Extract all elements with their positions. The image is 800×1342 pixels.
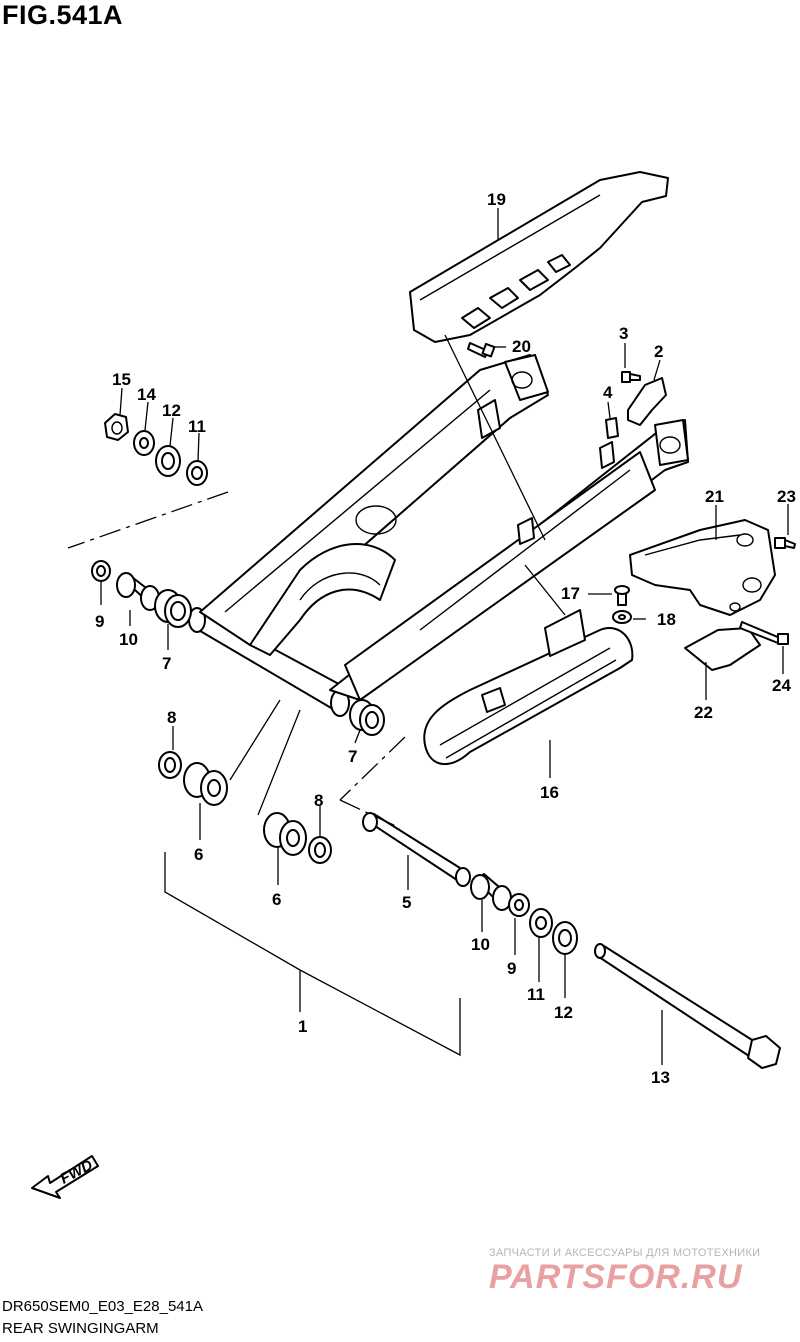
washer-11a[interactable] [186, 460, 208, 486]
callout-17: 17 [561, 584, 580, 603]
seal-8a[interactable] [158, 751, 182, 779]
bracket-2[interactable] [627, 377, 667, 426]
spacer-10b[interactable] [470, 873, 512, 911]
callout-11b: 11 [527, 985, 545, 1004]
spacer-12a[interactable] [155, 445, 181, 477]
spacer-12b[interactable] [552, 921, 578, 955]
callout-14: 14 [137, 385, 156, 404]
swingarm[interactable] [188, 354, 689, 717]
callout-16: 16 [540, 783, 559, 802]
callout-22: 22 [694, 703, 713, 722]
collar-6b[interactable] [263, 812, 307, 856]
collar-6a[interactable] [183, 762, 228, 806]
bolt-20[interactable] [467, 342, 496, 358]
callout-9a: 9 [95, 612, 104, 631]
callout-18: 18 [657, 610, 676, 629]
spacer-10a[interactable] [116, 572, 160, 611]
washer-11b[interactable] [529, 908, 553, 938]
callout-8a: 8 [167, 708, 176, 727]
seal-9b[interactable] [508, 893, 530, 917]
callout-6b: 6 [272, 890, 281, 909]
callout-9b: 9 [507, 959, 516, 978]
callout-3: 3 [619, 324, 628, 343]
callout-6a: 6 [194, 845, 203, 864]
callout-10b: 10 [471, 935, 490, 954]
callout-21: 21 [705, 487, 724, 506]
callout-1: 1 [298, 1017, 307, 1036]
callout-13: 13 [651, 1068, 670, 1087]
pivot-shaft-13[interactable] [594, 943, 781, 1069]
callout-12a: 12 [162, 401, 181, 420]
seal-8b[interactable] [308, 836, 332, 864]
callout-2: 2 [654, 342, 663, 361]
callout-7a: 7 [162, 654, 171, 673]
guard-22[interactable] [684, 627, 761, 671]
bracket-21[interactable] [629, 519, 776, 616]
pipe-5[interactable] [362, 812, 471, 887]
bolt-23[interactable] [774, 537, 796, 549]
chain-cover-19[interactable] [409, 171, 669, 343]
fwd-arrow-icon: FWD [31, 1155, 99, 1199]
watermark-tagline: ЗАПЧАСТИ И АКСЕССУАРЫ ДЛЯ МОТОТЕХНИКИ [489, 1247, 761, 1259]
bolt-24[interactable] [739, 621, 789, 645]
watermark-brand: PARTSFOR.RU [489, 1258, 743, 1296]
fwd-label: FWD [57, 1157, 95, 1188]
nut-4[interactable] [605, 417, 619, 439]
callout-12b: 12 [554, 1003, 573, 1022]
callout-11a: 11 [188, 417, 206, 436]
callout-10a: 10 [119, 630, 138, 649]
callout-20: 20 [512, 337, 531, 356]
seal-9a[interactable] [91, 560, 111, 582]
callout-8b: 8 [314, 791, 323, 810]
screw-17[interactable] [614, 585, 630, 606]
washer-18[interactable] [612, 610, 632, 624]
callout-15: 15 [112, 370, 131, 389]
bearing-7a[interactable] [154, 589, 192, 628]
nut-15[interactable] [104, 413, 129, 441]
callout-7b: 7 [348, 747, 357, 766]
figure-name: REAR SWINGINGARM [2, 1320, 159, 1337]
callout-23: 23 [777, 487, 796, 506]
bearing-7b[interactable] [349, 699, 385, 736]
washer-14[interactable] [133, 430, 155, 456]
callout-4: 4 [603, 383, 613, 402]
callout-24: 24 [772, 676, 791, 695]
callout-5: 5 [402, 893, 411, 912]
figure-title: FIG.541A [2, 0, 124, 30]
figure-code: DR650SEM0_E03_E28_541A [2, 1298, 203, 1315]
screw-3[interactable] [621, 371, 641, 383]
callout-19: 19 [487, 190, 506, 209]
chain-slider-16[interactable] [423, 609, 634, 766]
